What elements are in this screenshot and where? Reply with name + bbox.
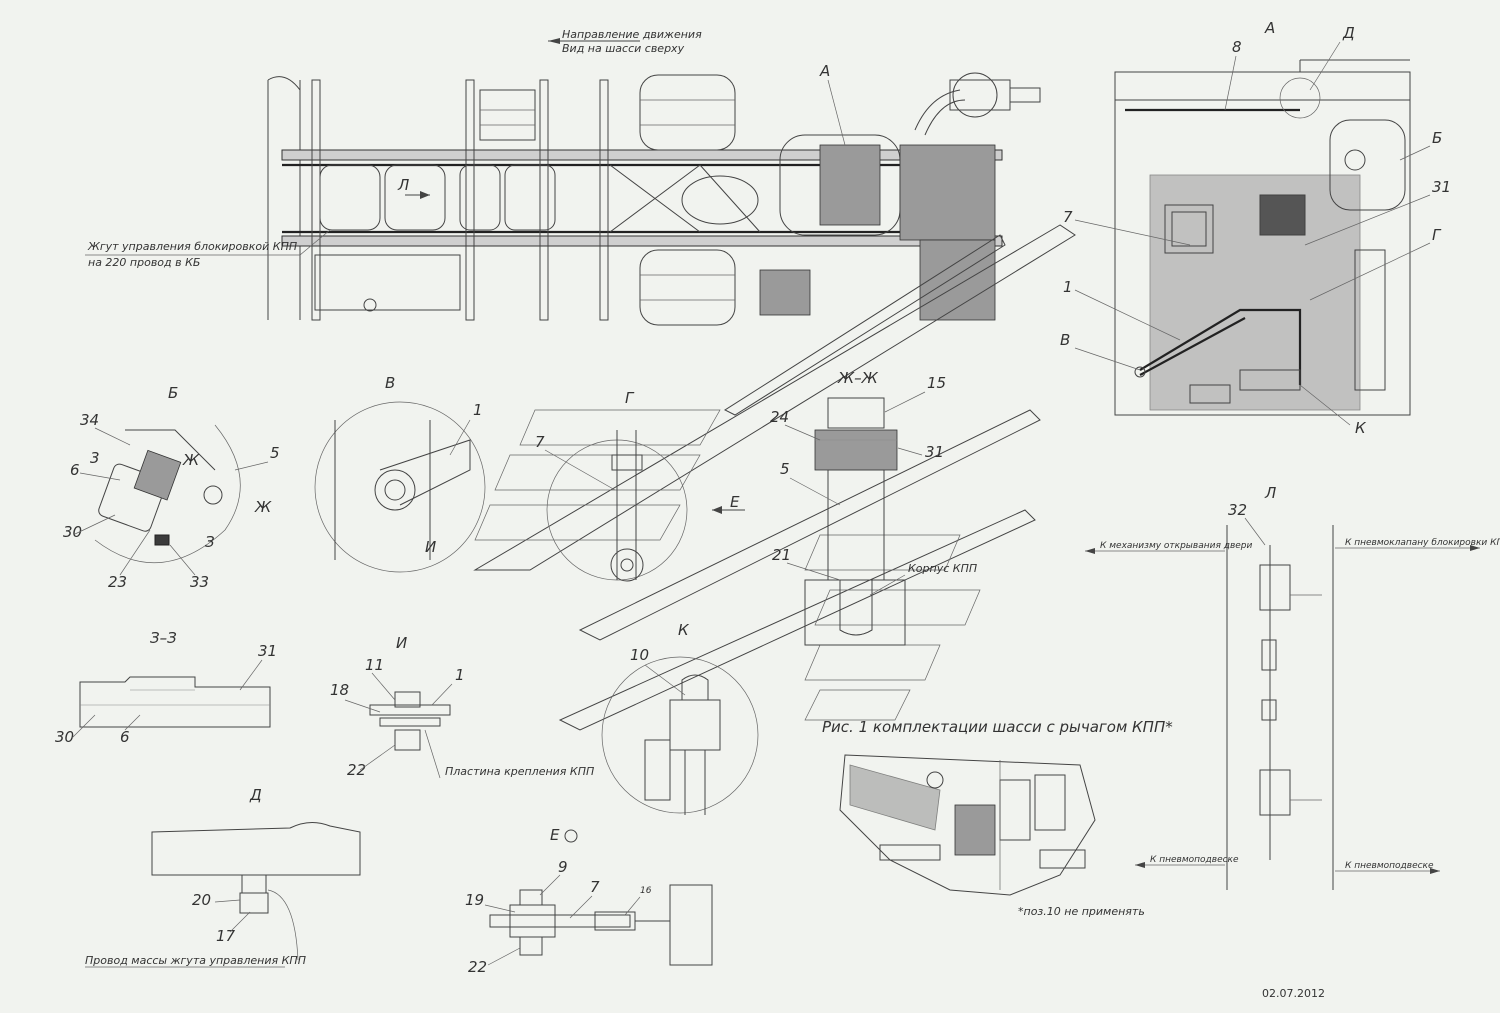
view-a-title: А	[1264, 19, 1275, 37]
to-suspension-left: К пневмоподвеске	[1150, 855, 1239, 865]
air-springs	[639, 74, 736, 326]
pos-1-a: 1	[1063, 278, 1073, 296]
pos-11: 11	[365, 656, 384, 674]
view-i-title: И	[396, 634, 407, 652]
drawing-date: 02.07.2012	[1262, 987, 1325, 1000]
to-lock-valve-note: К пневмоклапану блокировки КПП	[1345, 538, 1500, 548]
figure-caption: Рис. 1 комплектации шасси с рычагом КПП*	[822, 718, 1173, 736]
view-g-marker: Г	[1432, 226, 1442, 244]
chassis-view-letter: Л	[397, 176, 409, 194]
pos-24: 24	[770, 408, 789, 426]
pos-9: 9	[558, 858, 568, 876]
pos-30-b: 30	[63, 523, 82, 541]
view-zz-title: З–З	[150, 629, 177, 647]
pos-30-zz: 30	[55, 728, 74, 746]
view-l-title: Л	[1264, 484, 1276, 502]
pos-16: 16	[640, 886, 652, 896]
view-v-marker: В	[1060, 331, 1070, 349]
pos-7-e: 7	[590, 878, 600, 896]
view-v-title: В	[385, 374, 395, 392]
view-z-mark: З	[205, 533, 215, 551]
pos-20: 20	[192, 891, 211, 909]
pos-3-b: 3	[90, 449, 100, 467]
pos-8: 8	[1232, 38, 1242, 56]
view-a-gearbox: А 8 Д Б 31 Г 7 1 В К	[1060, 19, 1451, 437]
pos10-note: *поз.10 не применять	[1018, 905, 1145, 918]
harness-note-line2: на 220 провод в КБ	[88, 256, 200, 269]
pos-31-a: 31	[1432, 178, 1451, 196]
view-label-a-chassis: А	[819, 62, 830, 80]
pos-5-zh: 5	[780, 460, 790, 478]
pos-10: 10	[630, 646, 649, 664]
pos-33: 33	[190, 573, 209, 591]
pos-23: 23	[108, 573, 127, 591]
chassis-top-view: Л	[85, 62, 1041, 326]
view-d-marker: Д	[1342, 24, 1355, 42]
harness-note: Жгут управления блокировкой КПП на 220 п…	[85, 229, 331, 269]
pos-5-b: 5	[270, 444, 280, 462]
view-i: И 11 1 18 22 Пластина крепления КПП	[330, 634, 594, 779]
view-z-z: З–З 31 30 6	[55, 629, 277, 746]
harness-note-line1: Жгут управления блокировкой КПП	[87, 240, 297, 253]
to-suspension-right: К пневмоподвеске	[1345, 861, 1434, 871]
pos-22-i: 22	[347, 761, 366, 779]
view-v: В 1 И	[314, 374, 486, 573]
pos-7-g: 7	[535, 433, 545, 451]
view-b: Б 34 3 6 Ж 5 Ж 30 З 23 33	[63, 384, 280, 591]
view-i-mark: И	[425, 538, 436, 556]
direction-line2: Вид на шасси сверху	[562, 42, 685, 55]
view-e-title: Е	[550, 826, 560, 844]
direction-header: Направление движения Вид на шасси сверху	[548, 28, 702, 55]
view-k: К 10	[601, 621, 759, 815]
view-zh-zh: Ж–Ж 15 24 31 5 21 Корпус КПП	[770, 369, 977, 646]
view-zh-mark: Ж	[182, 451, 200, 469]
view-e: Е 9 7 16 19 22	[465, 826, 713, 976]
pos-31-zh: 31	[925, 443, 944, 461]
engine-block	[759, 72, 1041, 321]
ground-wire-note: Провод массы жгута управления КПП	[85, 954, 306, 967]
pos-22-e: 22	[468, 958, 487, 976]
pos-18: 18	[330, 681, 349, 699]
bottom-detail	[839, 754, 1096, 896]
arrow-e-label: Е	[730, 493, 740, 511]
view-zhzh-title: Ж–Ж	[837, 369, 879, 387]
view-d: Д 20 17 Провод массы жгута управления КП…	[85, 786, 361, 968]
view-l: Л 32 К механизму открывания двери К пнев…	[1085, 484, 1500, 890]
view-g: Г 7 Е	[535, 389, 745, 582]
pos-1-i: 1	[455, 666, 465, 684]
pos-1-v: 1	[473, 401, 483, 419]
pos-6-zz: 6	[120, 728, 130, 746]
air-receivers	[319, 164, 556, 231]
pos-7-a: 7	[1063, 208, 1073, 226]
to-door-note: К механизму открывания двери	[1100, 541, 1253, 551]
leader-bands	[473, 224, 1076, 731]
pos-15: 15	[927, 374, 946, 392]
pos-34: 34	[80, 411, 99, 429]
pos-19: 19	[465, 891, 484, 909]
pos-6-b: 6	[70, 461, 80, 479]
view-k-title: К	[678, 621, 690, 639]
mount-plate-note: Пластина крепления КПП	[445, 765, 594, 778]
gearbox-body-note: Корпус КПП	[908, 562, 977, 575]
view-b-marker: Б	[1432, 129, 1442, 147]
view-zh-mark-right: Ж	[254, 498, 272, 516]
direction-line1: Направление движения	[562, 28, 702, 41]
view-k-marker: К	[1355, 419, 1367, 437]
pos-31-zz: 31	[258, 642, 277, 660]
view-g-title: Г	[625, 389, 635, 407]
pos-32: 32	[1228, 501, 1247, 519]
view-d-title: Д	[249, 786, 262, 804]
pos-21: 21	[772, 546, 791, 564]
view-b-title: Б	[168, 384, 178, 402]
